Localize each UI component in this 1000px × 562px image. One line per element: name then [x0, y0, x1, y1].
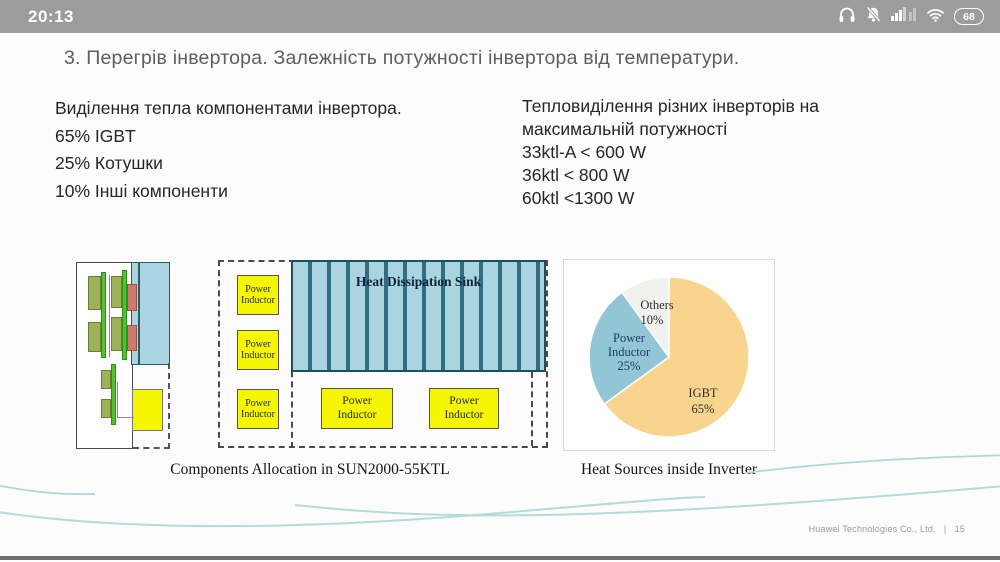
heat-dissipation-sink: Heat Dissipation Sink: [291, 260, 546, 372]
component-block: [111, 317, 122, 351]
footer-company: Huawei Technologies Co., Ltd.: [808, 524, 936, 534]
heat-left-item: 10% Інші компоненти: [55, 180, 228, 201]
box-label: Power: [245, 338, 271, 350]
pcb-strip: [111, 364, 116, 425]
footer-page-number: 15: [954, 524, 965, 534]
box-label: Inductor: [444, 408, 484, 421]
box-label: Power: [449, 395, 479, 407]
heat-left-item: 25% Котушки: [55, 153, 163, 173]
pie-caption: Heat Sources inside Inverter: [580, 461, 758, 478]
inner-dashed-line: [531, 372, 533, 446]
heat-left-item: 65% IGBT: [55, 125, 136, 146]
dashed-compartment: [133, 363, 170, 449]
slide-footer: Huawei Technologies Co., Ltd. | 15: [809, 524, 965, 534]
heat-by-components-block: Виділення тепла компонентами інвертора. …: [55, 95, 495, 205]
heat-right-item: 33ktl-A < 600 W: [522, 142, 647, 162]
pie-label-others: Others: [640, 298, 673, 312]
igbt-block: [127, 325, 137, 351]
power-inductor-box: Power Inductor: [237, 389, 279, 429]
power-inductor-box: Power Inductor: [237, 330, 279, 370]
signal-icon: [891, 7, 917, 26]
heat-left-heading: Виділення тепла компонентами інвертора.: [55, 98, 402, 118]
igbt-block: [127, 284, 137, 311]
bottom-edge-bar: [0, 556, 1000, 560]
side-view-diagram: [76, 262, 172, 450]
box-label: Inductor: [241, 350, 275, 361]
component-block: [88, 276, 101, 310]
bell-muted-icon: [865, 5, 882, 28]
box-label: Inductor: [241, 409, 275, 420]
box-label: Power: [245, 283, 271, 295]
pie-slice-power-inductor: [588, 291, 671, 406]
wifi-icon: [926, 7, 945, 27]
component-block: [88, 322, 101, 352]
headphones-icon: [838, 6, 856, 28]
battery-percent: 68: [963, 10, 975, 23]
component-block: [101, 399, 111, 418]
pie-label-igbt-pct: 65%: [692, 402, 715, 416]
standoff-line: [109, 275, 110, 357]
power-inductor-box: Power Inductor: [237, 275, 279, 315]
heatsink-side-view: [131, 262, 170, 365]
clock: 20:13: [28, 6, 74, 26]
heat-by-inverter-block: Тепловиділення різних інверторів на макс…: [522, 95, 942, 210]
box-label: Inductor: [241, 295, 275, 306]
footer-separator: [946, 524, 951, 534]
standoff-line: [117, 382, 134, 418]
component-block: [101, 370, 111, 389]
pcb-strip: [101, 272, 106, 358]
slide-title: 3. Перегрів інвертора. Залежність потужн…: [64, 47, 740, 69]
inductor-side-view: [132, 389, 163, 431]
pie-label-inductor-2: Inductor: [608, 345, 651, 359]
component-block: [111, 276, 122, 308]
pie-label-others-pct: 10%: [641, 313, 664, 327]
pie-slice-others: [620, 276, 670, 360]
heat-right-heading-2: максимальній потужності: [522, 119, 728, 139]
allocation-caption: Components Allocation in SUN2000-55KTL: [170, 461, 450, 478]
heat-right-item: 60ktl <1300 W: [522, 188, 635, 208]
allocation-diagram: Heat Dissipation Sink Power Inductor Pow…: [218, 260, 548, 448]
box-label: Inductor: [337, 408, 377, 421]
box-label: Power: [342, 395, 372, 407]
heat-sources-pie-chart: Others 10% Power Inductor 25% IGBT 65%: [563, 259, 775, 451]
pie-label-inductor-1: Power: [613, 331, 646, 345]
pie-label-igbt: IGBT: [688, 386, 718, 400]
sink-label: Heat Dissipation Sink: [355, 274, 482, 289]
power-inductor-box: Power Inductor: [321, 388, 393, 429]
heat-right-item: 36ktl < 800 W: [522, 165, 630, 185]
pie-label-inductor-pct: 25%: [618, 359, 641, 373]
pie-slice-igbt: [603, 276, 750, 438]
battery-icon: 68: [954, 8, 984, 25]
status-bar: 20:13: [0, 0, 1000, 33]
box-label: Power: [245, 397, 271, 409]
footer-pipe: |: [943, 524, 947, 534]
power-inductor-box: Power Inductor: [429, 388, 499, 429]
status-icons: 68: [838, 5, 984, 28]
heatsink-baseplate-line: [138, 263, 140, 364]
heat-right-heading-1: Тепловиділення різних інверторів на: [522, 96, 819, 116]
pcb-strip: [122, 270, 127, 360]
